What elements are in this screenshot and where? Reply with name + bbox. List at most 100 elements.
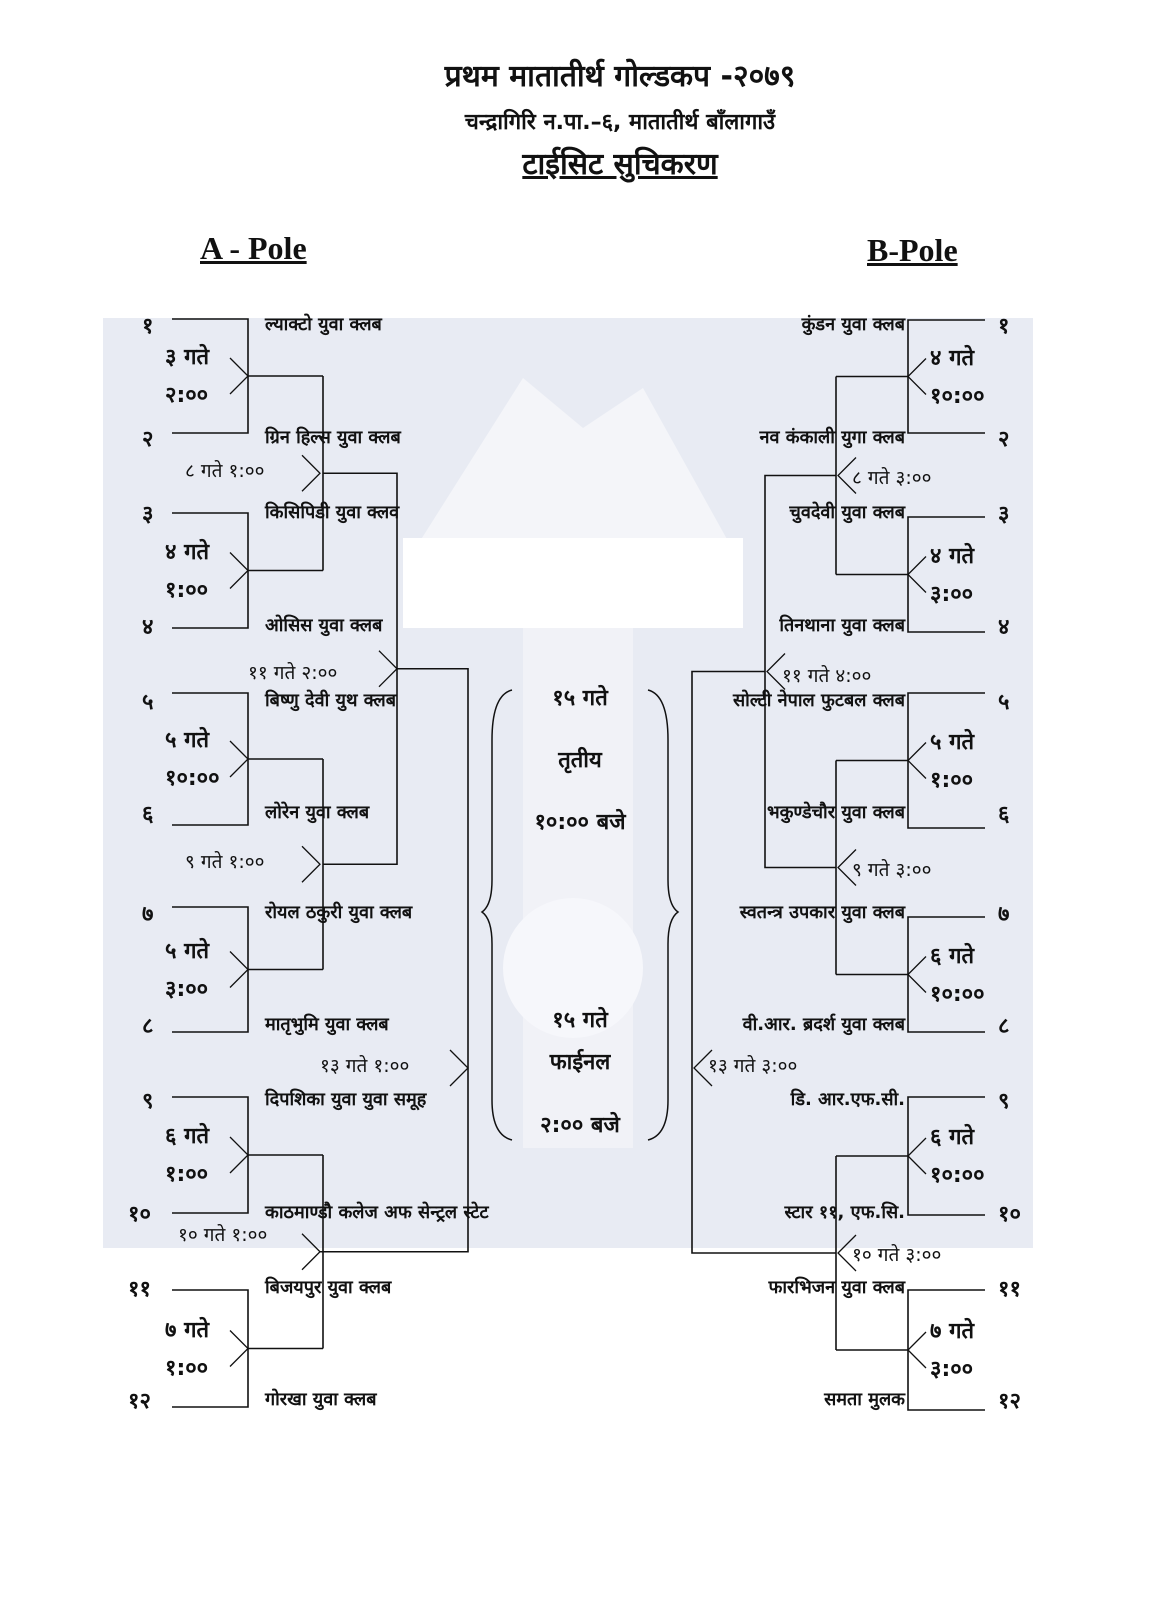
match-day: ५ गते <box>930 729 975 755</box>
third-place-day: १५ गते <box>552 686 608 711</box>
team-name: समता मुलक <box>824 1389 905 1410</box>
chevron-right-icon <box>229 1136 249 1174</box>
chevron-right-icon <box>229 552 249 589</box>
seed-number: ११ <box>128 1277 151 1302</box>
match-time: ३:०० <box>930 581 974 607</box>
team-name: ग्रिन हिल्स युवा क्लब <box>265 427 401 448</box>
fixture-subtitle: टाईसिट सुचिकरण <box>522 147 718 182</box>
chevron-left-icon <box>907 742 927 779</box>
match-time: १:०० <box>930 767 974 793</box>
match-day: ७ गते <box>930 1319 975 1344</box>
match-day: ७ गते <box>165 1317 210 1343</box>
match-bracket <box>172 512 249 629</box>
match-schedule: ११ गते २:०० <box>248 661 338 684</box>
team-name: गोरखा युवा क्लब <box>265 1389 377 1410</box>
chevron-right-icon <box>229 1330 249 1367</box>
seed-number: १० <box>998 1202 1021 1227</box>
final-label: फाईनल <box>549 1050 611 1075</box>
team-name: चुवदेवी युवा क्लब <box>789 502 905 523</box>
team-name: वी.आर. ब्रदर्श युवा क्लब <box>742 1014 905 1035</box>
match-day: ६ गते <box>930 1125 975 1150</box>
team-name: फारभिजन युवा क्लब <box>768 1277 906 1298</box>
chevron-left-icon <box>907 1331 927 1369</box>
seed-number: ११ <box>998 1277 1021 1302</box>
third-place-label: तृतीय <box>558 748 602 773</box>
team-name: तिनथाना युवा क्लब <box>779 615 905 636</box>
match-day: ४ गते <box>165 539 210 565</box>
match-day: ५ गते <box>165 728 210 753</box>
match-schedule: ८ गते ३:०० <box>852 466 932 489</box>
match-schedule: १० गते ३:०० <box>852 1244 942 1266</box>
match-time: १:०० <box>165 1162 209 1187</box>
seed-number: १ <box>142 314 154 339</box>
chevron-left-icon <box>907 956 927 993</box>
team-name: सोल्टी नेपाल फुटबल क्लब <box>732 690 905 711</box>
left-curly-brace <box>480 689 513 1141</box>
team-name: मातृभुमि युवा क्लब <box>265 1014 389 1035</box>
team-name: कुंडन युवा क्लब <box>801 314 905 335</box>
seed-number: ९ <box>998 1089 1010 1114</box>
match-schedule: ११ गते ४:०० <box>782 664 872 687</box>
match-time: २:०० <box>165 383 209 408</box>
team-name: स्टार ११, एफ.सि. <box>784 1202 905 1223</box>
third-place-time: १०:०० बजे <box>534 810 626 835</box>
team-name: बिष्णु देवी युथ क्लब <box>265 690 397 711</box>
seed-number: ४ <box>998 615 1010 640</box>
match-bracket <box>172 1096 249 1214</box>
match-bracket <box>907 1096 985 1216</box>
seed-number: १० <box>128 1202 151 1227</box>
seed-number: ७ <box>142 902 154 927</box>
seed-number: ६ <box>998 802 1010 827</box>
chevron-right-icon <box>229 357 249 395</box>
seed-number: १ <box>998 314 1010 339</box>
match-bracket <box>907 916 985 1033</box>
match-day: ६ गते <box>165 1124 210 1149</box>
match-time: १०:०० <box>930 981 985 1007</box>
team-name: स्वतन्त्र उपकार युवा क्लब <box>739 902 905 923</box>
seed-number: ३ <box>998 502 1010 527</box>
match-schedule: ९ गते १:०० <box>185 851 265 874</box>
team-name: नव कंकाली युगा क्लब <box>759 427 905 448</box>
chevron-right-icon <box>301 1233 321 1271</box>
match-day: ३ गते <box>165 345 210 370</box>
chevron-right-icon <box>378 650 398 688</box>
chevron-left-icon <box>907 358 927 395</box>
chevron-left-icon <box>693 1049 713 1087</box>
chevron-left-icon <box>837 457 857 494</box>
team-name: बिजयपुर युवा क्लब <box>265 1277 392 1298</box>
semi-bracket <box>320 667 469 1253</box>
seed-number: ७ <box>998 902 1010 927</box>
team-name: डि. आर.एफ.सी. <box>790 1089 905 1110</box>
right-curly-brace <box>647 689 680 1141</box>
match-day: ४ गते <box>930 543 975 569</box>
match-schedule: ८ गते १:०० <box>185 460 265 483</box>
a-pole-heading: A - Pole <box>200 230 307 266</box>
b-pole-heading: B-Pole <box>867 232 958 268</box>
match-bracket <box>172 318 249 434</box>
seed-number: ८ <box>998 1014 1010 1039</box>
seed-number: ३ <box>142 502 154 527</box>
team-name: दिपशिका युवा युवा समूह <box>265 1089 427 1110</box>
match-time: १०:०० <box>930 383 985 409</box>
seed-number: १२ <box>998 1389 1021 1414</box>
match-bracket <box>172 692 249 826</box>
match-time: ३:०० <box>165 976 209 1002</box>
match-bracket <box>172 1289 249 1408</box>
seed-number: ४ <box>142 615 154 640</box>
match-bracket <box>172 906 249 1033</box>
team-name: ल्याक्टो युवा क्लब <box>265 314 382 335</box>
tournament-title: प्रथम मातातीर्थ गोल्डकप -२०७९ <box>444 59 796 94</box>
seed-number: ५ <box>142 690 154 715</box>
chevron-left-icon <box>907 556 927 593</box>
seed-number: १२ <box>128 1389 151 1414</box>
team-name: लोरेन युवा क्लब <box>265 802 370 823</box>
team-name: ओसिस युवा क्लब <box>265 615 383 636</box>
match-time: १:०० <box>165 1355 209 1381</box>
match-schedule: १३ गते ३:०० <box>708 1055 798 1077</box>
team-name: किसिपिडी युवा क्लव <box>265 502 400 523</box>
chevron-left-icon <box>837 849 857 886</box>
match-day: ५ गते <box>165 938 210 964</box>
chevron-left-icon <box>837 1234 857 1272</box>
seed-number: ९ <box>142 1089 154 1114</box>
